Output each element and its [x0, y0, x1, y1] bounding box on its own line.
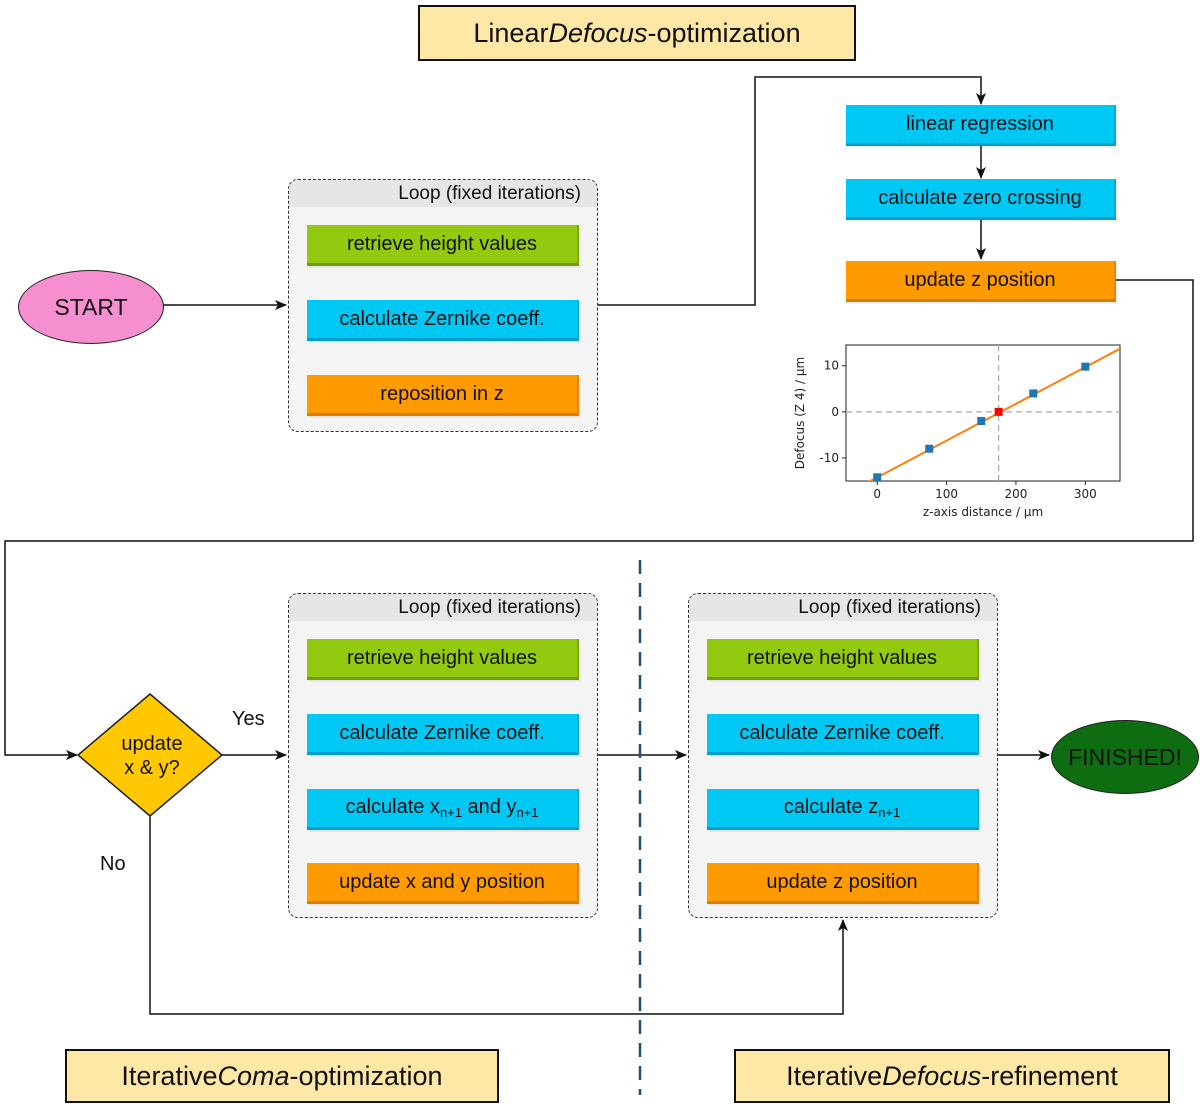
title-text-em: Defocus [548, 17, 648, 48]
title-text-post: -optimization [647, 17, 801, 48]
title-text-pre: Iterative [121, 1060, 218, 1091]
data-point [925, 444, 934, 453]
step-zero-crossing: calculate zero crossing [846, 179, 1116, 220]
step-label-mid: and y [462, 796, 517, 818]
y-tick-label: 10 [824, 359, 839, 373]
start-node: START [18, 270, 164, 344]
decision-line-1: update [121, 733, 183, 755]
arrow-no [149, 816, 848, 1015]
title-linear-defocus: Linear Defocus -optimization [418, 5, 856, 61]
step-retrieve-height-values: retrieve height values [307, 639, 579, 680]
title-text-post: -refinement [981, 1060, 1118, 1091]
subscript: n+1 [516, 805, 539, 820]
subscript: n+1 [878, 805, 901, 820]
step-calculate-zernike: calculate Zernike coeff. [707, 714, 979, 755]
title-text-em: Coma [217, 1060, 290, 1091]
step-label: calculate xn+1 and yn+1 [345, 796, 538, 820]
step-label: calculate Zernike coeff. [339, 721, 545, 744]
step-retrieve-height-values: retrieve height values [307, 225, 579, 266]
step-label: linear regression [906, 112, 1054, 135]
step-label: retrieve height values [346, 646, 538, 669]
loop-header: Loop (fixed iterations) [689, 594, 997, 621]
step-update-z-position: update z position [846, 261, 1116, 302]
zero-crossing-point [994, 407, 1003, 416]
title-text-pre: Linear [473, 17, 549, 48]
step-label: calculate zero crossing [878, 186, 1082, 209]
step-label-prefix: calculate z [783, 796, 879, 818]
step-label: update x and y position [339, 870, 545, 893]
data-point [1029, 389, 1038, 398]
step-reposition-z: reposition in z [307, 375, 579, 416]
title-iterative-defocus: Iterative Defocus -refinement [734, 1049, 1170, 1103]
step-label: retrieve height values [746, 646, 938, 669]
edge-label-no: No [100, 853, 126, 875]
loop-header: Loop (fixed iterations) [289, 594, 597, 621]
x-tick-label: 100 [935, 487, 958, 501]
step-label: update z position [766, 870, 918, 893]
step-calculate-xy-next: calculate xn+1 and yn+1 [307, 789, 579, 830]
edge-label-yes: Yes [232, 708, 265, 730]
step-label: update z position [904, 268, 1056, 291]
plot-frame [845, 344, 1121, 482]
step-update-xy-position: update x and y position [307, 863, 579, 904]
step-calculate-zernike: calculate Zernike coeff. [307, 714, 579, 755]
subscript: n+1 [439, 805, 462, 820]
step-label: calculate zn+1 [784, 796, 901, 820]
step-calculate-zernike: calculate Zernike coeff. [307, 300, 579, 341]
title-text-post: -optimization [289, 1060, 443, 1091]
title-iterative-coma: Iterative Coma -optimization [65, 1049, 499, 1103]
x-axis-label: z-axis distance / µm [923, 505, 1043, 519]
finished-label: FINISHED! [1068, 743, 1182, 770]
decision-label: update x & y? [92, 732, 212, 780]
y-axis-label: Defocus (Z 4) / µm [793, 357, 807, 470]
x-tick-label: 200 [1004, 487, 1027, 501]
x-tick-label: 300 [1074, 487, 1097, 501]
decision-diamond [76, 693, 224, 817]
title-text-pre: Iterative [786, 1060, 883, 1091]
data-point [977, 417, 986, 426]
y-tick-label: -10 [819, 451, 839, 465]
step-update-z-position: update z position [707, 863, 979, 904]
loop-header: Loop (fixed iterations) [289, 180, 597, 207]
data-point [873, 473, 882, 481]
arrow-update-to-decision [4, 279, 1194, 760]
step-retrieve-height-values: retrieve height values [707, 639, 979, 680]
step-label: retrieve height values [346, 232, 538, 255]
step-linear-regression: linear regression [846, 105, 1116, 146]
step-label: reposition in z [380, 382, 504, 405]
step-label-prefix: calculate x [345, 796, 440, 818]
finished-node: FINISHED! [1051, 720, 1199, 794]
title-text-em: Defocus [882, 1060, 982, 1091]
y-tick-label: 0 [831, 405, 839, 419]
step-label: calculate Zernike coeff. [339, 307, 545, 330]
data-point [1081, 362, 1090, 371]
decision-line-2: x & y? [124, 757, 180, 779]
x-tick-label: 0 [873, 487, 881, 501]
step-calculate-z-next: calculate zn+1 [707, 789, 979, 830]
step-label: calculate Zernike coeff. [739, 721, 945, 744]
start-label: START [54, 293, 128, 320]
arrow-loop1-to-regression [597, 76, 986, 306]
